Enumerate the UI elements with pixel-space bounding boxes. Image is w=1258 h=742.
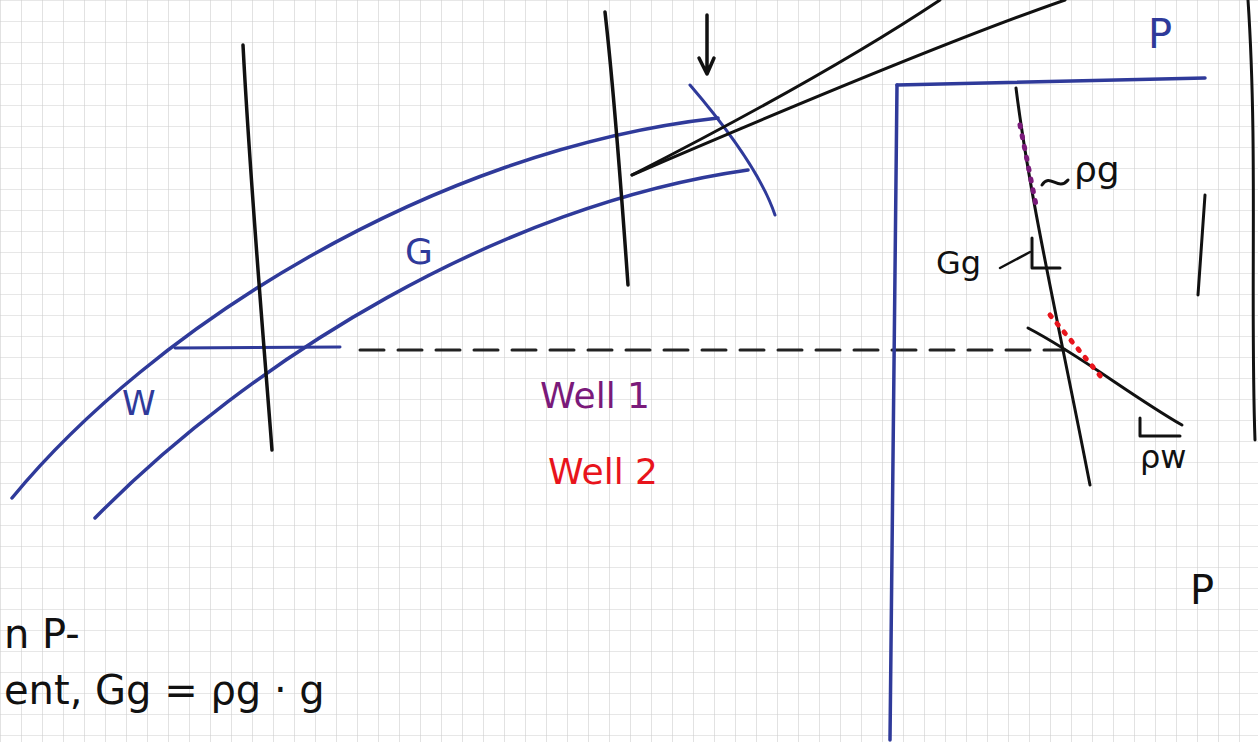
margin-line <box>1248 0 1255 440</box>
note-text: ent, Gg = ρg · g <box>4 668 325 712</box>
tilde-leader <box>1042 180 1068 185</box>
reservoir-base <box>95 170 748 518</box>
note-text: n P- <box>4 612 80 656</box>
gas-water-contact <box>175 347 340 348</box>
slope-triangle <box>1140 418 1180 436</box>
axis-label: P <box>1148 12 1172 56</box>
well-1-points <box>1020 125 1036 205</box>
fault-line <box>632 0 1065 175</box>
well-label: Well 1 <box>540 376 650 416</box>
reservoir-top <box>12 118 718 498</box>
well-label: Well 2 <box>548 452 658 492</box>
contact-projection <box>360 349 1065 352</box>
zone-label: W <box>122 385 156 422</box>
gas-gradient-line <box>1016 88 1090 485</box>
gradient-label: Gg <box>936 246 981 281</box>
well-line <box>243 45 272 450</box>
well-line <box>605 12 628 285</box>
pressure-axis <box>897 78 1205 85</box>
depth-axis <box>890 85 897 740</box>
margin-line <box>1198 195 1205 295</box>
gradient-label: ρg <box>1074 150 1120 190</box>
zone-label: G <box>405 232 433 272</box>
leader-line <box>1000 252 1030 268</box>
fault-line <box>632 0 940 175</box>
gradient-label: ρw <box>1140 440 1186 475</box>
well-2-points <box>1050 315 1102 378</box>
axis-label: P <box>1190 568 1214 612</box>
arrow-symbol <box>699 15 714 74</box>
slope-triangle <box>1032 238 1060 268</box>
water-gradient-line <box>1028 328 1182 425</box>
